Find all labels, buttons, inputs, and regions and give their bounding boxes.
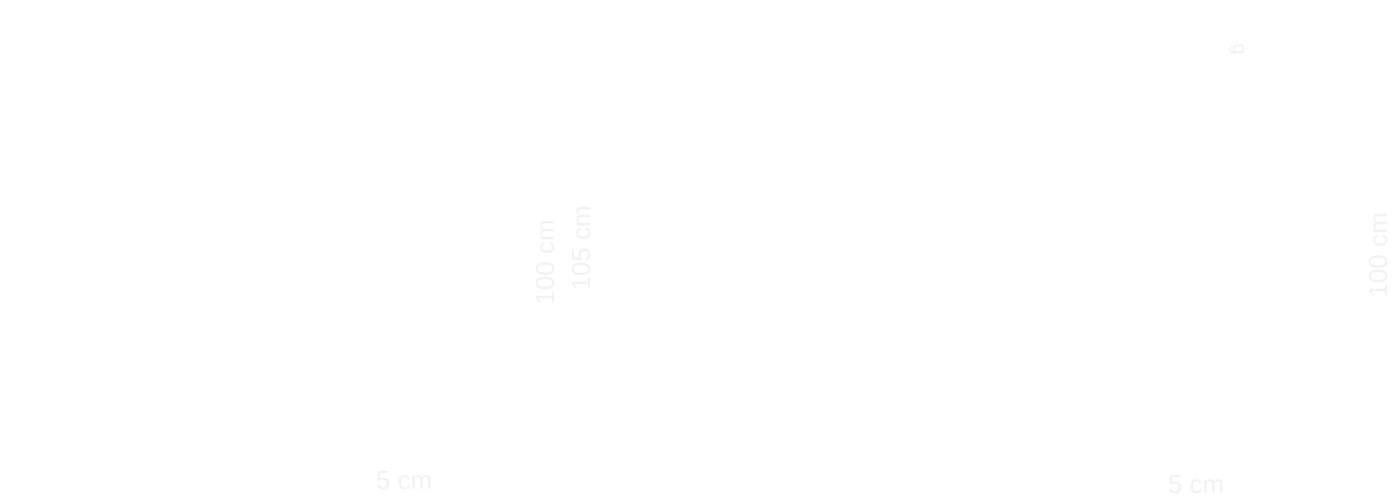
left-height-outer-label: 105 cm <box>566 205 596 291</box>
right-bottom-width-label: 5 cm <box>1167 469 1225 499</box>
right-top-mark-label: g <box>1228 43 1250 55</box>
left-height-inner-label: 100 cm <box>530 219 560 305</box>
right-height-label: 100 cm <box>1363 212 1393 298</box>
left-bottom-width-label: 5 cm <box>375 465 433 495</box>
